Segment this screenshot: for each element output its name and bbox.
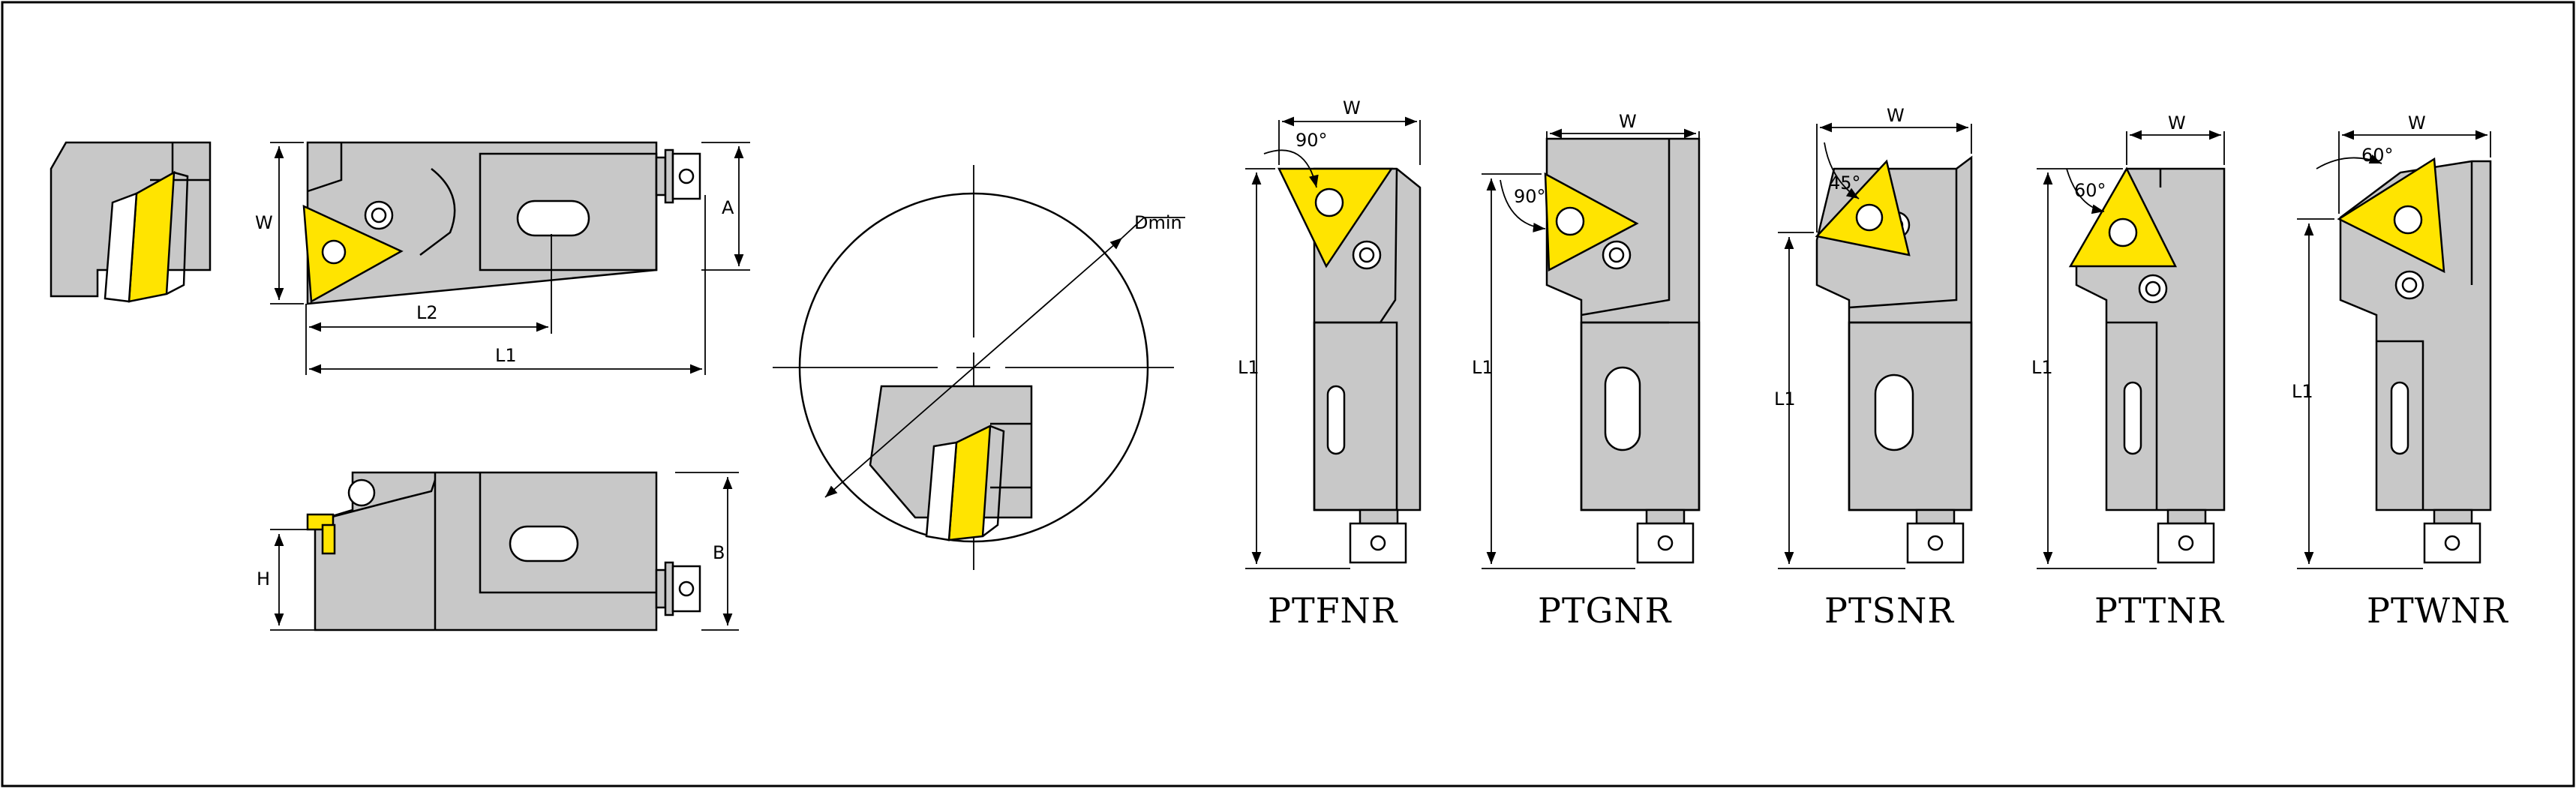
label-w-ptsnr: W <box>1887 105 1905 126</box>
label-angle-pttnr: 60° <box>2074 180 2106 201</box>
label-l1-ptwnr: L1 <box>2292 381 2313 402</box>
label-b-side: B <box>713 542 725 563</box>
insert-ptwnr <box>2337 157 2445 274</box>
label-angle-ptgnr: 90° <box>1514 186 1546 207</box>
label-h-side: H <box>257 568 270 590</box>
model-label-ptfnr: PTFNR <box>1268 590 1398 631</box>
label-l1-pttnr: L1 <box>2031 357 2053 378</box>
side-view: H B <box>257 471 739 632</box>
variant-ptfnr: W 90° L1 PTFNR <box>1238 98 1422 631</box>
model-label-pttnr: PTTNR <box>2094 590 2224 631</box>
label-angle-ptfnr: 90° <box>1296 130 1328 151</box>
label-w-top: W <box>255 212 273 233</box>
variant-ptwnr: W 60° L1 PTWNR <box>2292 112 2508 631</box>
label-dmin: Dmin <box>1134 212 1182 233</box>
bore-view: Dmin <box>773 165 1185 570</box>
label-l1-top: L1 <box>495 345 517 366</box>
label-angle-ptsnr: 45° <box>1829 172 1861 194</box>
label-l1-ptgnr: L1 <box>1472 357 1494 378</box>
label-l1-ptsnr: L1 <box>1774 388 1796 410</box>
label-w-ptfnr: W <box>1343 98 1361 118</box>
label-l2-top: L2 <box>416 302 438 323</box>
insert-ptfnr <box>1277 167 1394 268</box>
label-w-ptgnr: W <box>1619 111 1637 132</box>
insert-pttnr <box>2068 166 2178 268</box>
end-view <box>50 141 212 303</box>
label-angle-ptwnr: 60° <box>2361 145 2394 166</box>
model-label-ptgnr: PTGNR <box>1538 590 1672 631</box>
insert-top-view <box>302 204 404 304</box>
label-w-pttnr: W <box>2168 112 2186 134</box>
variant-ptsnr: W 45° L1 PTSNR <box>1774 105 1973 631</box>
model-label-ptwnr: PTWNR <box>2367 590 2508 631</box>
insert-ptgnr <box>1544 172 1639 272</box>
label-w-ptwnr: W <box>2408 112 2426 134</box>
label-a-top: A <box>722 197 734 218</box>
top-view: W A L2 L1 <box>255 141 750 375</box>
variant-ptgnr: W 90° L1 PTGNR <box>1472 111 1701 631</box>
model-label-ptsnr: PTSNR <box>1824 590 1954 631</box>
label-l1-ptfnr: L1 <box>1238 357 1259 378</box>
variant-pttnr: W 60° L1 PTTNR <box>2031 112 2226 631</box>
